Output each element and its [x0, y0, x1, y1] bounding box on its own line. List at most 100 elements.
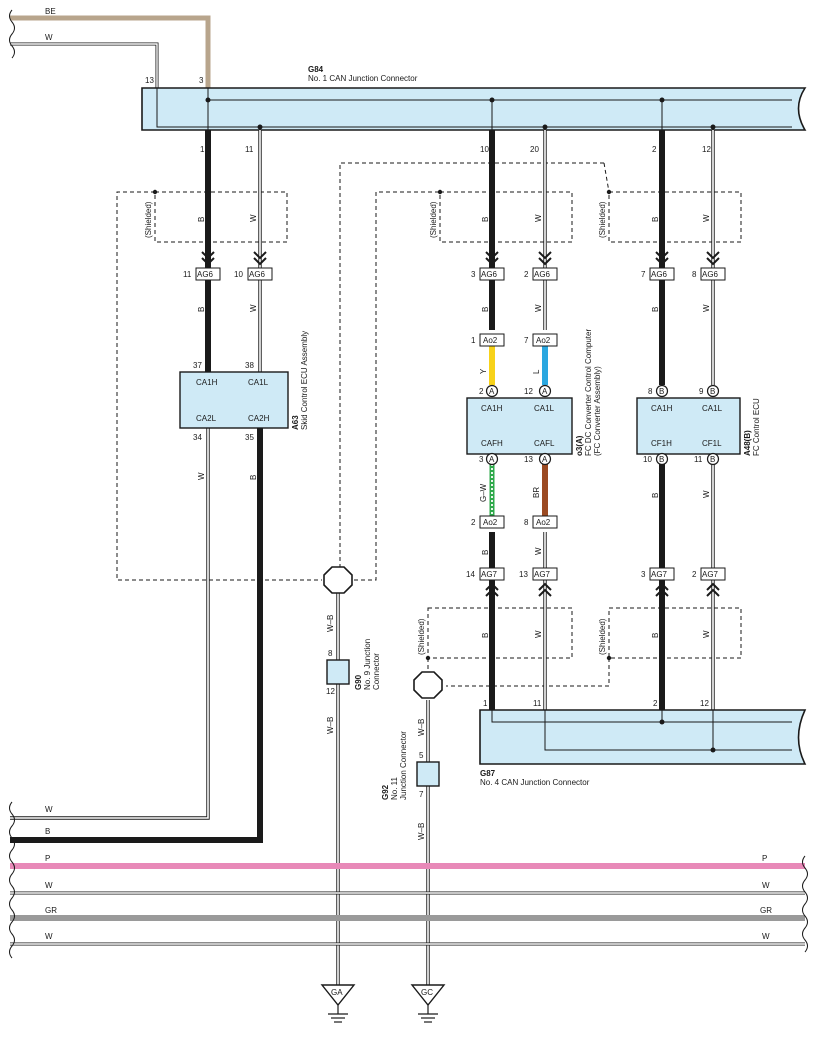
pin-number: 8 [328, 649, 333, 658]
connector-code: G90 [354, 674, 363, 690]
terminal-label: CA1L [248, 378, 269, 387]
wire-color-label: BE [45, 7, 56, 16]
connector-letter: A [542, 387, 548, 396]
connector-letter: B [659, 455, 664, 464]
connector-code: G84 [308, 65, 324, 74]
wire-color-label: L [532, 369, 541, 374]
pin-number: 9 [699, 387, 704, 396]
wire-color-label: W–B [417, 719, 426, 736]
pin-number: 11 [694, 455, 703, 464]
connector-g84 [141, 87, 807, 131]
shielded-label: (Shielded) [429, 201, 438, 238]
pin-number: 37 [193, 361, 202, 370]
junction-g90 [326, 659, 350, 685]
pin-number: 12 [326, 687, 335, 696]
wire-color-label: W–B [326, 717, 335, 734]
wire-color-label: B [481, 550, 490, 555]
wire-color-label: B [651, 633, 660, 638]
terminal-label: CF1L [702, 439, 722, 448]
connector-name: Connector [372, 653, 381, 690]
pin-number: 1 [483, 699, 488, 708]
pin-number: 7 [419, 790, 424, 799]
wire-color-label: BR [532, 487, 541, 498]
ground-gc-icon [410, 984, 446, 1023]
connector-g87 [479, 709, 807, 765]
pin-number: 35 [245, 433, 254, 442]
wire-color-label: W [534, 547, 543, 555]
connector-letter: B [710, 455, 715, 464]
ecu-code: A63 [291, 415, 300, 430]
wire-color-label: GR [760, 906, 772, 915]
pin-number: 13 [145, 76, 154, 85]
shielded-label: (Shielded) [598, 618, 607, 655]
ecu-a48 [636, 384, 741, 466]
ground-label: GC [421, 988, 433, 997]
connector-letter: A [489, 455, 495, 464]
wire-color-label: W–B [417, 823, 426, 840]
connector-code: AG7 [651, 570, 668, 579]
pin-number: 8 [692, 270, 697, 279]
wire-color-label: Y [479, 368, 488, 374]
wire-color-label: B [45, 827, 50, 836]
pin-number: 38 [245, 361, 254, 370]
connector-code: AG7 [481, 570, 498, 579]
connector-name: Junction Connector [399, 731, 408, 800]
pin-number: 2 [471, 518, 476, 527]
connector-code: Ao2 [483, 336, 498, 345]
pin-number: 2 [653, 699, 658, 708]
wire-color-label: GR [45, 906, 57, 915]
break-mark [9, 9, 15, 59]
connector-code: G92 [381, 784, 390, 800]
wire-color-label: W–B [326, 615, 335, 632]
wire-color-label: W [534, 630, 543, 638]
wire-color-label: W [249, 304, 258, 312]
ecu-name: FC Control ECU [752, 398, 761, 456]
ecu-code: o3(A) [575, 435, 584, 456]
wire-color-label: W [249, 214, 258, 222]
pin-number: 3 [479, 455, 484, 464]
wire-color-label: W [534, 214, 543, 222]
terminal-label: CA1H [651, 404, 673, 413]
ag6-connectors [195, 251, 726, 281]
wire-color-label: W [45, 932, 53, 941]
bottom-bus-wires [10, 863, 805, 946]
junction-g92 [416, 761, 440, 787]
ecu-name: Skid Control ECU Assembly [300, 331, 309, 430]
break-mark [802, 855, 808, 953]
shielded-label: (Shielded) [417, 618, 426, 655]
pin-number: 1 [200, 145, 205, 154]
terminal-label: CAFL [534, 439, 555, 448]
top-wire-w [10, 42, 159, 88]
connector-letter: B [659, 387, 664, 396]
shielded-label: (Shielded) [144, 201, 153, 238]
pin-number: 2 [479, 387, 484, 396]
wire-color-label: B [249, 475, 258, 480]
splice-point [413, 671, 443, 699]
pin-number: 12 [524, 387, 533, 396]
top-wire-be [10, 15, 211, 88]
pin-number: 3 [471, 270, 476, 279]
connector-code: AG6 [534, 270, 551, 279]
ground-ga-icon [320, 984, 356, 1023]
pin-number: 11 [533, 699, 542, 708]
terminal-label: CA1L [534, 404, 555, 413]
terminal-label: CF1H [651, 439, 672, 448]
wire-color-label: B [481, 633, 490, 638]
pin-number: 2 [692, 570, 697, 579]
connector-code: AG6 [197, 270, 214, 279]
pin-number: 3 [199, 76, 204, 85]
wire-color-label: B [197, 307, 206, 312]
pin-number: 11 [183, 270, 192, 279]
pin-number: 13 [524, 455, 533, 464]
pin-number: 7 [524, 336, 529, 345]
wire-color-label: B [481, 307, 490, 312]
wire-color-label: W [534, 304, 543, 312]
pin-number: 8 [648, 387, 653, 396]
pin-number: 2 [652, 145, 657, 154]
wire-color-label: P [762, 854, 767, 863]
connector-letter: A [489, 387, 495, 396]
terminal-label: CA2H [248, 414, 270, 423]
ecu-name: (FC Converter Assembly) [593, 366, 602, 456]
connector-code: AG7 [534, 570, 551, 579]
connector-code: AG7 [702, 570, 719, 579]
